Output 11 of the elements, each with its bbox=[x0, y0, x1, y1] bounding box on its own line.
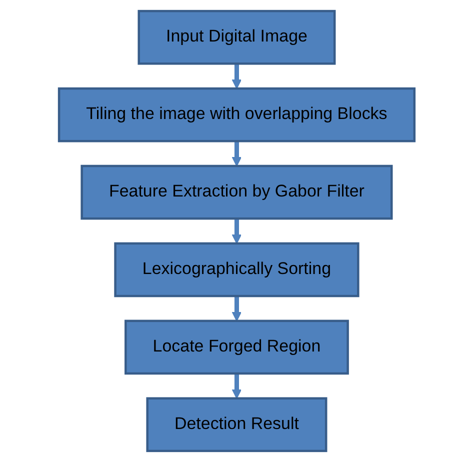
arrow bbox=[232, 140, 242, 166]
node-box: Detection Result bbox=[146, 397, 328, 452]
node-box: Lexicographically Sorting bbox=[114, 242, 360, 298]
node-box: Input Digital Image bbox=[138, 10, 336, 65]
arrow bbox=[232, 296, 242, 322]
node-box: Tiling the image with overlapping Blocks bbox=[58, 87, 416, 142]
arrow bbox=[232, 373, 242, 399]
node-box: Feature Extraction by Gabor Filter bbox=[80, 164, 393, 220]
arrow bbox=[232, 218, 242, 244]
node-box: Locate Forged Region bbox=[124, 320, 350, 375]
arrow bbox=[232, 63, 242, 89]
